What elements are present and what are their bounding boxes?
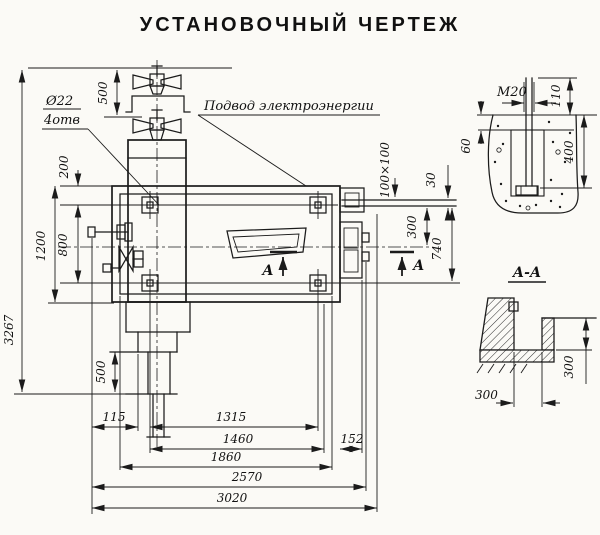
anchor-bolt-holes [141,191,327,297]
side-handles [87,222,144,274]
trench-right-wall [541,317,555,351]
dim-holes-spacing-v: 800 [56,233,70,256]
dim-edge-to-hole: 200 [57,155,71,179]
concrete-foundation [487,114,579,214]
main-view: 3267 500 [2,60,460,514]
label-power-supply: Подвод электроэнергии [203,99,374,114]
handwheel-lower [132,109,182,141]
section-detail: А-А 300 300 [475,265,597,407]
section-letter-right: А [412,258,424,274]
hole-callout: Ø22 4отв [42,94,160,206]
dim-pit-lower: 500 [94,360,108,383]
dim-1460: 1460 [223,432,254,446]
dim-protrusion: 110 [549,84,563,107]
dim-overall-height: 3267 [2,314,16,345]
dim-740: 740 [430,237,444,260]
label-holes-count: 4отв [43,113,80,128]
label-thread: М20 [496,85,527,100]
drive-unit [339,221,370,279]
ground-hatch [476,363,528,374]
dim-overall-length: 3020 [217,491,248,505]
dim-channel-depth: 30 [424,172,438,188]
dim-bed-width: 1200 [34,230,48,261]
dim-1860: 1860 [211,450,242,464]
machine-bed [111,185,341,303]
dim-channel-to-axis: 300 [405,215,419,238]
section-cut-arrow-right: А [390,250,424,276]
section-cut-arrow-left: А [261,250,297,279]
bed-recess [226,227,307,259]
dim-travel-top: 500 [96,81,110,104]
label-holes-diameter: Ø22 [45,94,73,109]
handwheel-upper [125,65,191,113]
dim-2570: 2570 [231,470,263,484]
dim-holes-spacing-h: 1315 [216,410,247,424]
dim-embed-depth: 400 [562,140,576,164]
section-letter-left: А [261,263,273,279]
dim-115: 115 [103,410,126,424]
anchor-block [508,301,519,312]
label-channel-size: 100×100 [378,142,392,198]
drawing-title: УСТАНОВОЧНЫЙ ЧЕРТЕЖ [139,14,461,36]
dim-top-gap: 60 [459,138,473,154]
dim-trench-width: 300 [475,388,498,402]
section-title: А-А [512,265,542,281]
anchor-bolt [515,77,539,196]
dim-152: 152 [341,432,364,446]
dim-trench-depth: 300 [562,355,576,378]
concrete-stipple [493,120,572,211]
trench-bottom [479,349,555,363]
power-supply-callout: Подвод электроэнергии [197,99,380,187]
bolt-detail: М20 110 60 400 [459,77,597,214]
